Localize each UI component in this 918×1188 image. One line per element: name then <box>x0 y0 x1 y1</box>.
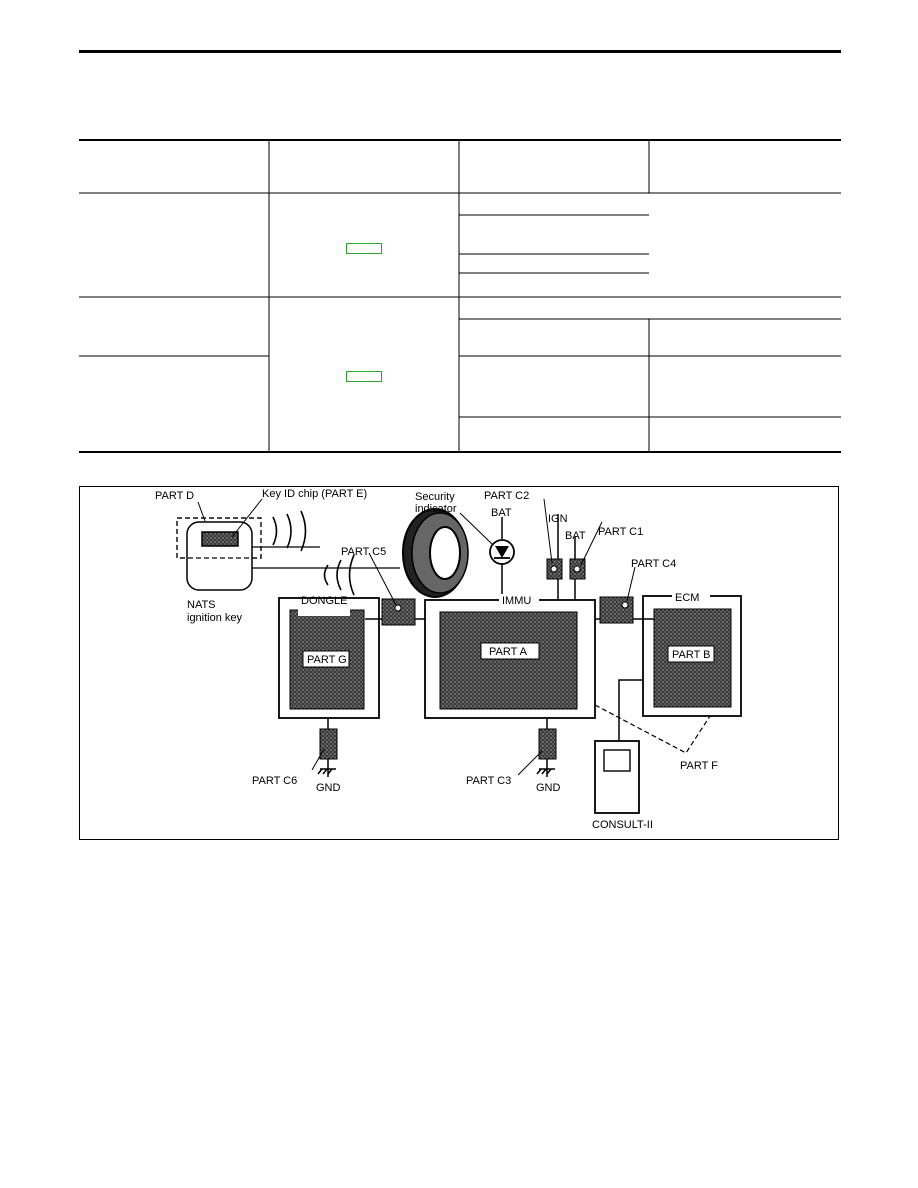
label-part-c5: PART C5 <box>341 546 386 558</box>
label-key-id-chip: Key ID chip (PART E) <box>262 488 367 500</box>
label-bat-immu: BAT <box>565 530 586 542</box>
label-part-a: PART A <box>489 646 528 658</box>
label-part-f: PART F <box>680 760 718 772</box>
label-gnd-left: GND <box>316 782 341 794</box>
label-security: Security <box>415 491 455 503</box>
key-id-chip <box>201 531 239 547</box>
label-part-c1: PART C1 <box>598 526 643 538</box>
dongle-unit <box>278 597 380 719</box>
label-part-c3: PART C3 <box>466 775 511 787</box>
ecm-unit <box>642 595 742 717</box>
reference-link-2[interactable] <box>346 371 382 382</box>
gnd-right-symbol <box>536 768 555 775</box>
part-c5-connector <box>381 598 416 626</box>
radio-waves-dongle <box>323 554 355 596</box>
consult-ii-tool <box>594 679 643 814</box>
antenna-coil <box>402 508 469 598</box>
nats-system-diagram: PART D Key ID chip (PART E) Security ind… <box>79 486 839 840</box>
label-bat-security: BAT <box>491 507 512 519</box>
label-part-c4: PART C4 <box>631 558 676 570</box>
gnd-left-symbol <box>317 768 336 775</box>
label-consult: CONSULT-II <box>592 819 653 831</box>
label-part-b: PART B <box>672 649 711 661</box>
label-immu-top: IMMU <box>502 595 531 607</box>
label-nats: NATS <box>187 599 216 611</box>
radio-waves-key <box>272 510 307 552</box>
label-part-g: PART G <box>307 654 347 666</box>
diagram-canvas: PART D Key ID chip (PART E) Security ind… <box>155 488 742 831</box>
part-c6-connector <box>319 728 338 760</box>
part-f-link <box>594 704 711 754</box>
label-gnd-right: GND <box>536 782 561 794</box>
label-ign: IGN <box>548 513 568 525</box>
label-part-c6: PART C6 <box>252 775 297 787</box>
part-c4-connector <box>599 596 634 624</box>
part-c3-connector <box>538 728 557 760</box>
label-ignition-key: ignition key <box>187 612 243 624</box>
label-part-c2: PART C2 <box>484 490 529 502</box>
label-ecm: ECM <box>675 592 699 604</box>
parts-table <box>79 139 841 454</box>
security-indicator-led <box>489 517 515 600</box>
reference-link-1[interactable] <box>346 243 382 254</box>
label-part-d: PART D <box>155 490 194 502</box>
label-dongle: DONGLE <box>301 595 347 607</box>
table-grid <box>79 139 841 453</box>
header-rule <box>79 50 841 53</box>
label-indicator: indicator <box>415 503 457 515</box>
immu-unit <box>424 599 596 719</box>
